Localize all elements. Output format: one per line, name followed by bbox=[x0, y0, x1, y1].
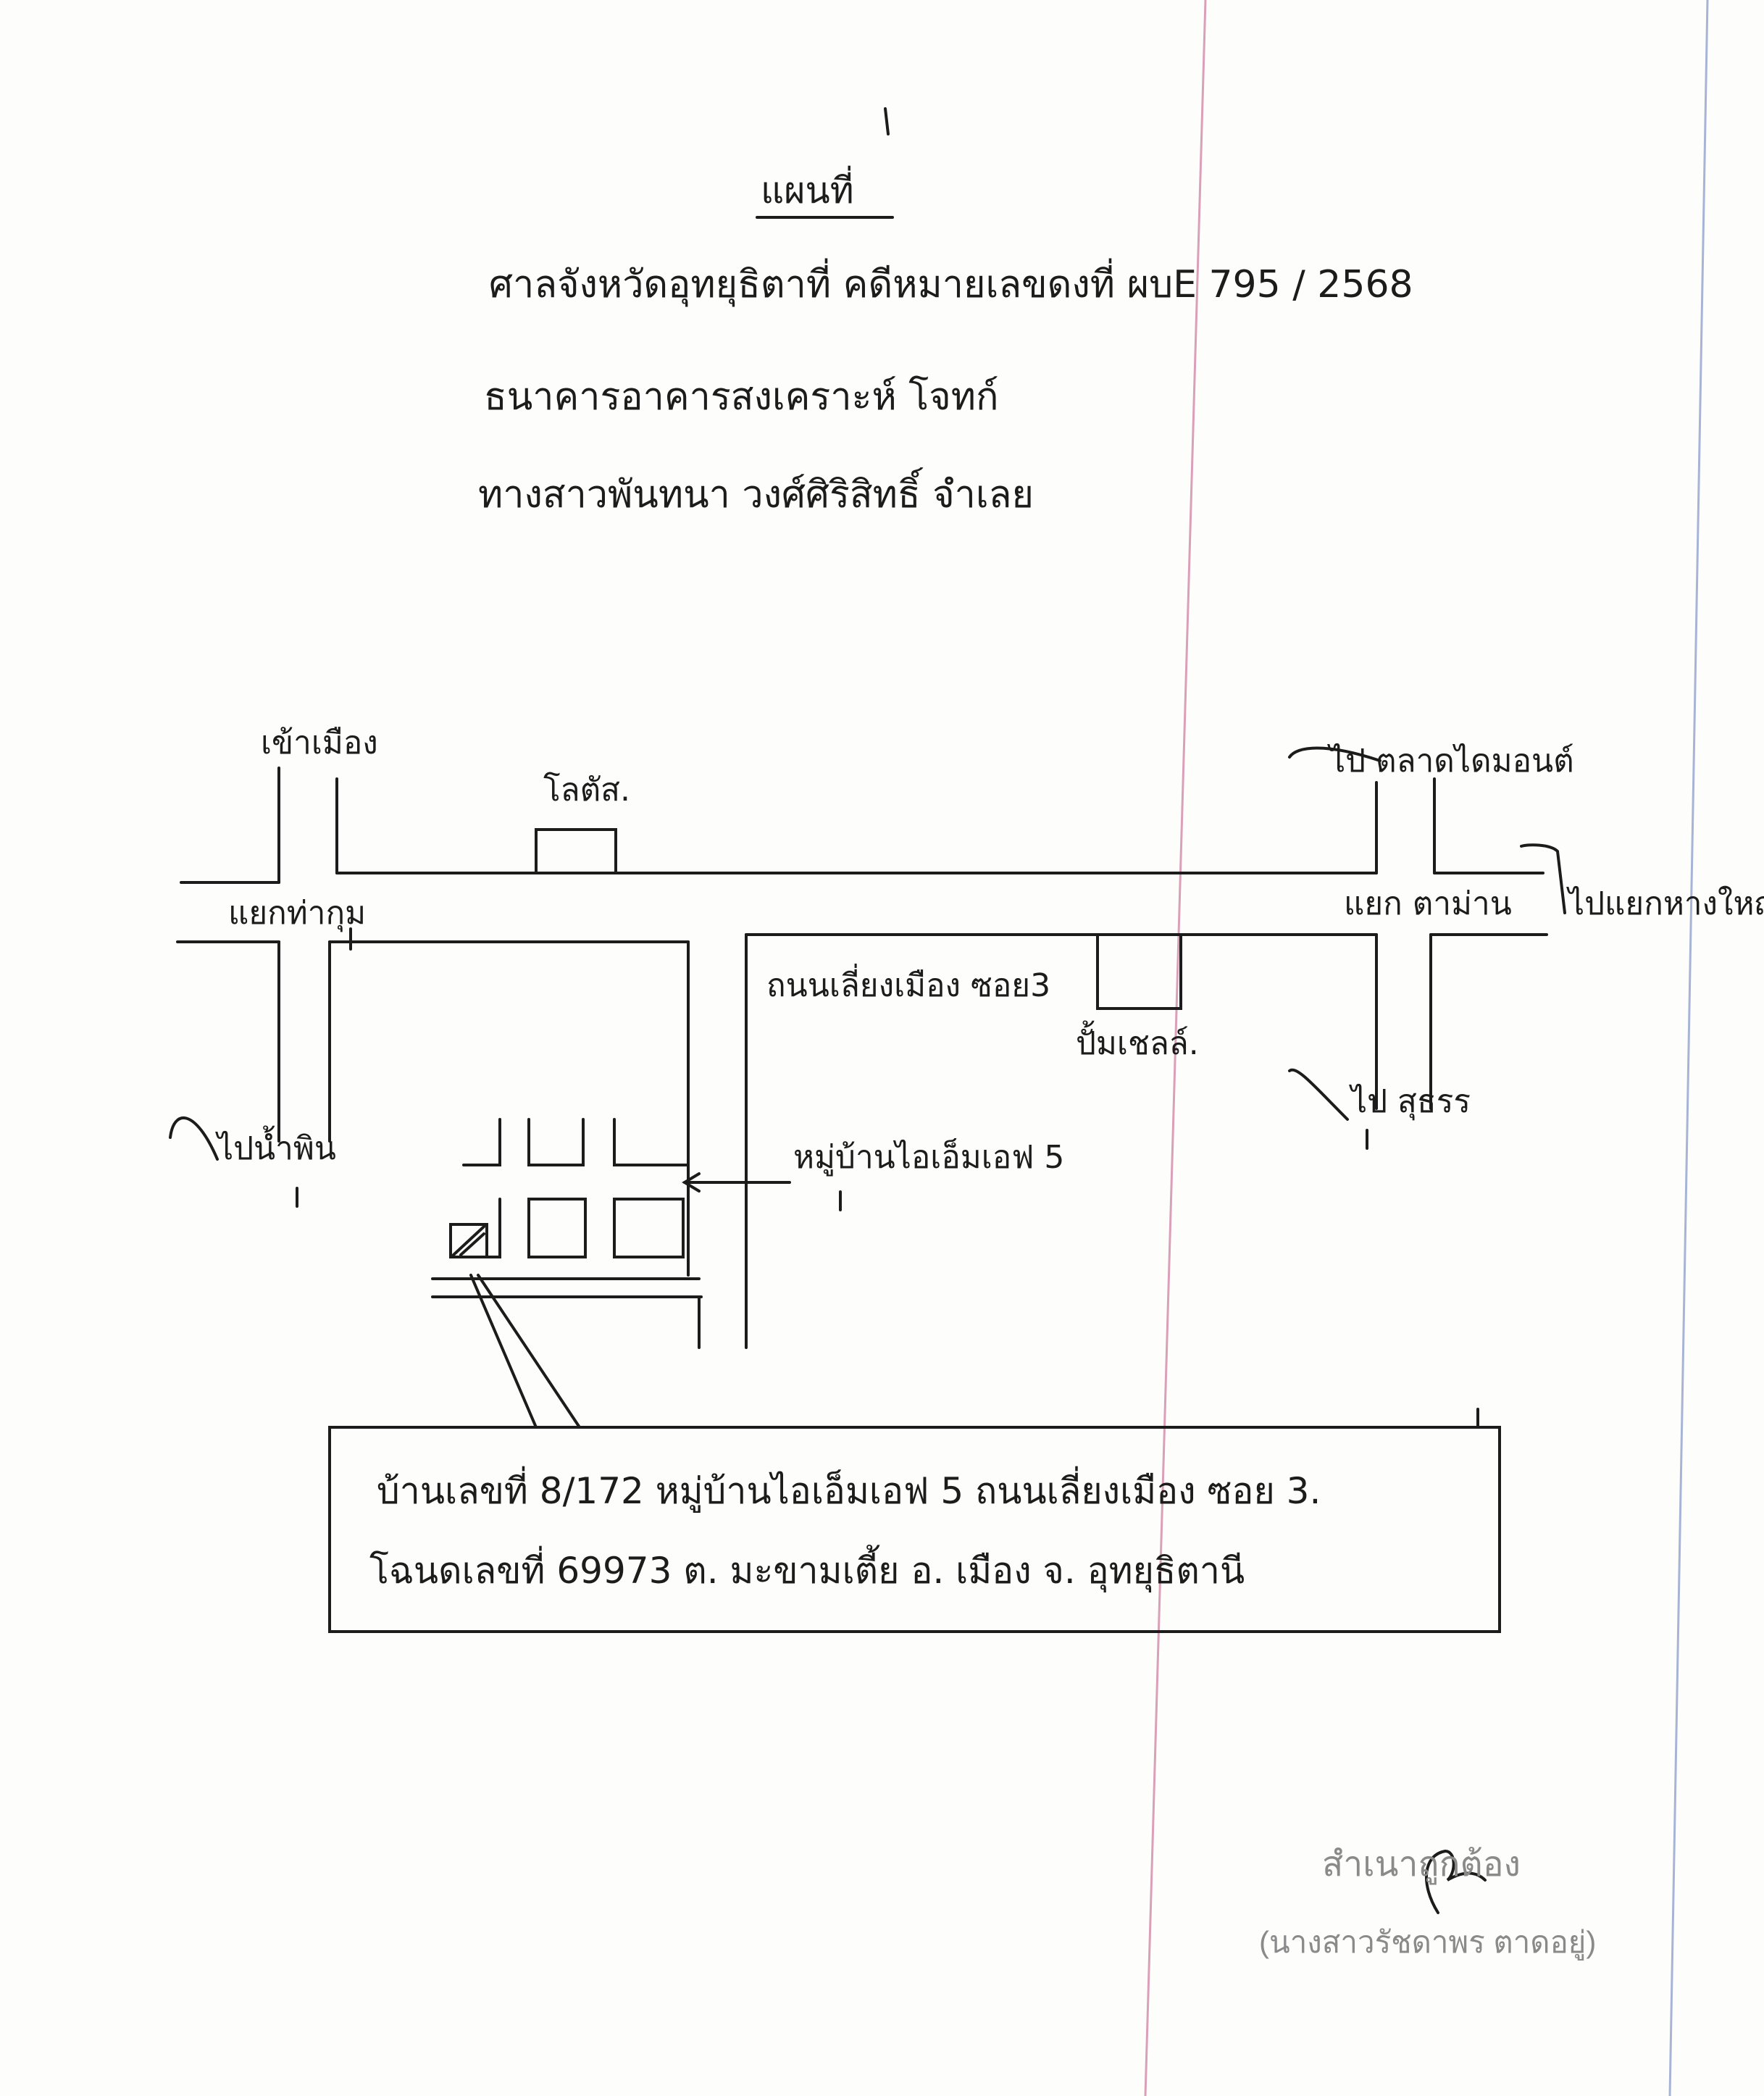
margin-line-pink bbox=[1144, 0, 1207, 2096]
address-box bbox=[328, 1426, 1501, 1633]
certification-text: สำเนาถูกต้อง bbox=[1322, 1845, 1521, 1884]
label-junction-left: แยกท่ากุม bbox=[228, 895, 366, 932]
label-to-big-junction: ไปแยกหางใหญ่ bbox=[1566, 885, 1764, 922]
address-line-deed: โฉนดเลขที่ 69973 ต. มะขามเตี้ย อ. เมือง … bbox=[369, 1545, 1245, 1592]
hook-to-nam-phin bbox=[169, 1116, 219, 1161]
label-soi-road: ถนนเลี่ยงเมือง ซอย3 bbox=[766, 963, 1050, 1004]
label-junction-right: แยก ตาม่าน bbox=[1344, 885, 1512, 922]
village-lot-1 bbox=[462, 1118, 501, 1166]
label-to-muang: เข้าเมือง bbox=[261, 725, 378, 761]
label-to-nam-phin: ไปน้ำพิน bbox=[215, 1125, 336, 1167]
margin-line-blue bbox=[1668, 0, 1709, 2096]
lotus-building bbox=[535, 828, 617, 874]
label-lotus: โลตัส. bbox=[543, 772, 630, 809]
village-lot-4 bbox=[527, 1198, 587, 1258]
signature bbox=[1425, 1849, 1487, 1914]
document-title: แผนที่ bbox=[761, 166, 854, 212]
title-tick bbox=[884, 107, 890, 135]
certifier-name: (นางสาวรัชดาพร ตาดอยู่) bbox=[1259, 1925, 1597, 1959]
label-gas-station: ปั้มเชลล์. bbox=[1076, 1020, 1199, 1062]
callout-line-right bbox=[477, 1274, 581, 1429]
label-to-sukhon: ไป สุธรร bbox=[1349, 1083, 1471, 1121]
label-to-market: ไป ตลาดไดมอนต์ bbox=[1327, 743, 1574, 780]
hook-to-big-junction bbox=[1520, 843, 1566, 914]
callout-line-left bbox=[469, 1274, 538, 1429]
target-house-hatch-2 bbox=[459, 1232, 485, 1256]
header-plaintiff: ธนาคารอาคารสงเคราะห์ โจทก์ bbox=[484, 375, 998, 419]
header-court-case: ศาลจังหวัดอุทยุธิตาที่ คดีหมายเลขดงที่ ผ… bbox=[489, 258, 1413, 307]
village-lot-6 bbox=[449, 1198, 501, 1258]
label-village: หมู่บ้านไอเอ็มเอฟ 5 bbox=[793, 1138, 1064, 1177]
hook-to-market bbox=[1288, 746, 1381, 762]
header-defendant: ทางสาวพันทนา วงศ์ศิริสิทธิ์ จำเลย bbox=[478, 467, 1034, 517]
village-lot-3 bbox=[613, 1118, 690, 1166]
target-house-hatch bbox=[452, 1225, 485, 1256]
village-lot-5 bbox=[613, 1198, 685, 1258]
gas-station-building bbox=[1096, 933, 1182, 1010]
address-line-house: บ้านเลขที่ 8/172 หมู่บ้านไอเอ็มเอฟ 5 ถนน… bbox=[377, 1466, 1321, 1513]
village-lot-2 bbox=[527, 1118, 585, 1166]
village-arrow-head bbox=[682, 1172, 701, 1193]
hook-to-sukhon bbox=[1288, 1068, 1349, 1121]
target-house bbox=[449, 1223, 488, 1258]
